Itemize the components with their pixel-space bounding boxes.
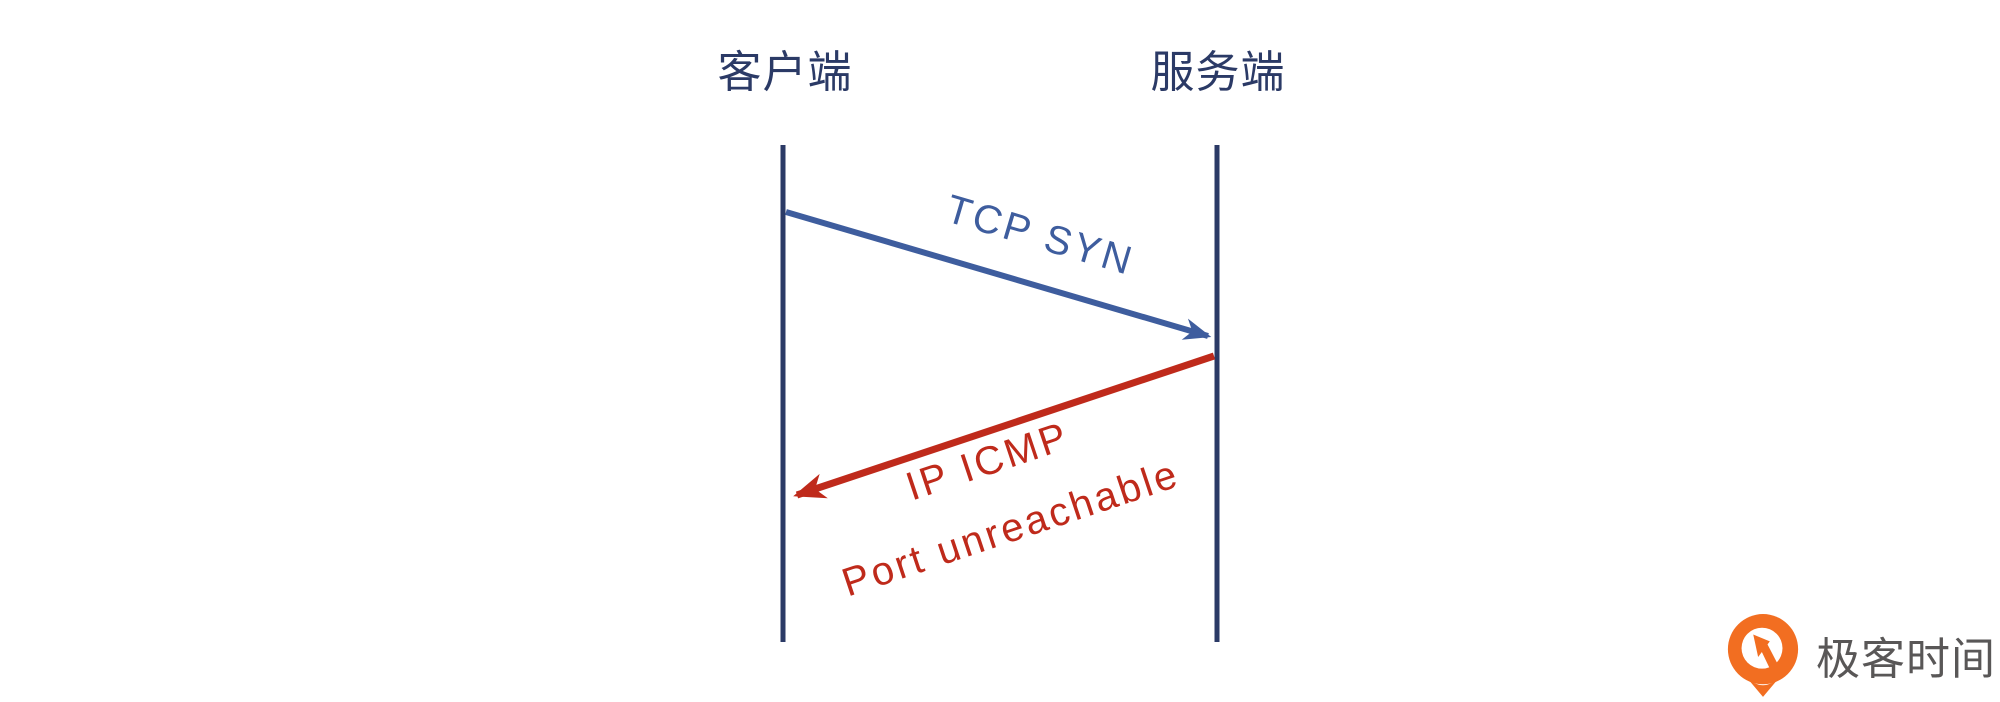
geektime-logo-icon bbox=[1727, 614, 1799, 697]
geektime-logo: 极客时间 bbox=[1724, 612, 1996, 698]
geektime-logo-text: 极客时间 bbox=[1816, 635, 1996, 684]
message-arrow-tcp-syn bbox=[785, 209, 1212, 340]
message-arrow-icmp bbox=[793, 352, 1216, 499]
actor-label-client: 客户端 bbox=[717, 48, 853, 97]
actor-label-server: 服务端 bbox=[1150, 48, 1286, 97]
